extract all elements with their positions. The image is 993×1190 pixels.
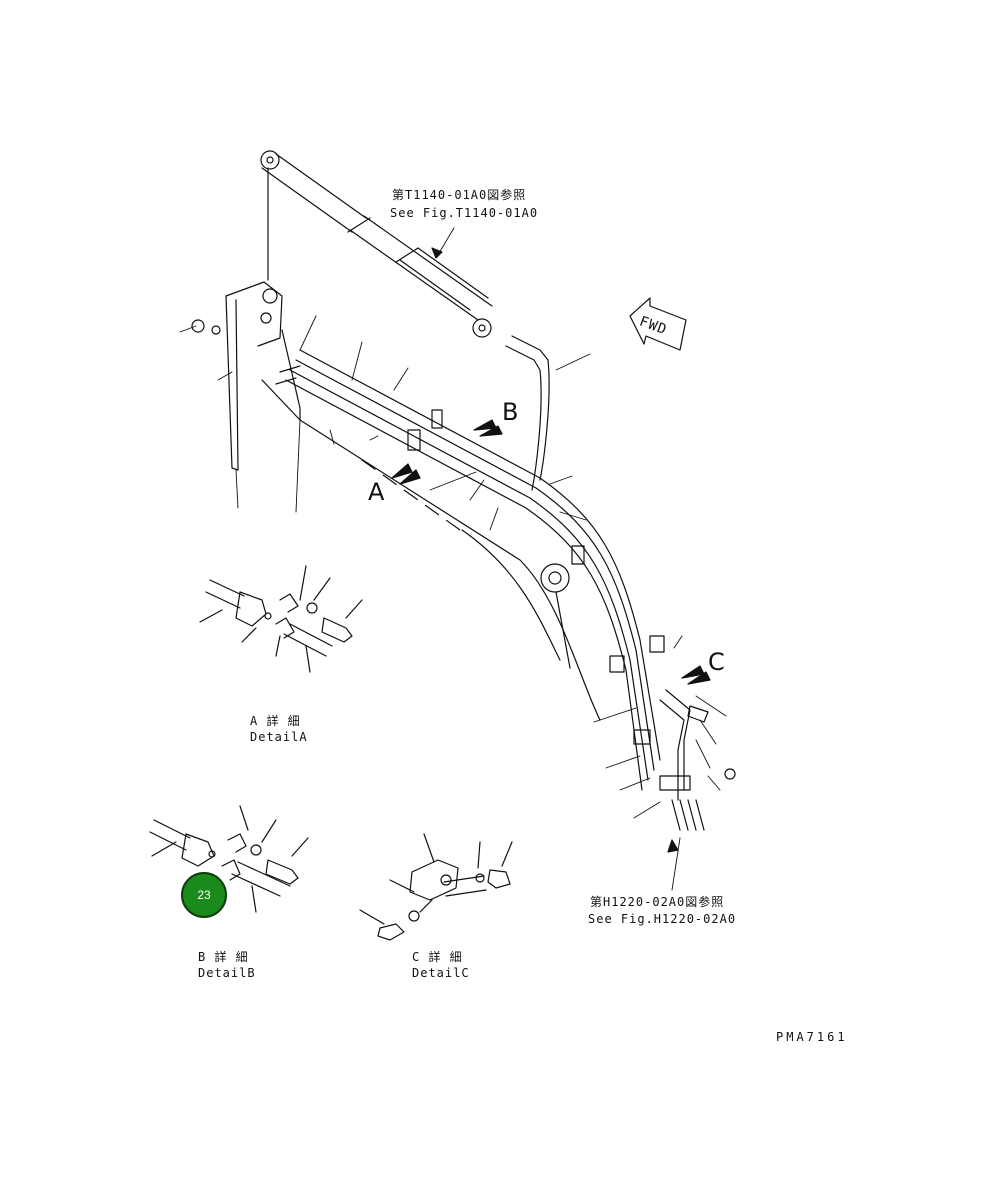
detail-b-parts [149,805,309,913]
detail-c-jp: C 詳 細 [412,950,463,964]
detail-c-parts [359,833,513,941]
fwd-arrow-icon [629,297,687,351]
pointer-arrows [391,247,711,853]
hydraulic-lines [191,319,736,831]
part-callout-23[interactable]: 23 [181,872,227,918]
leader-lines [179,227,727,891]
detail-b-en: DetailB [198,966,256,980]
detail-a-jp: A 詳 細 [250,714,301,728]
ref-top-jp: 第T1140-01A0図参照 [392,188,527,202]
detail-a-en: DetailA [250,730,308,744]
detail-a-parts [199,565,363,673]
ref-bottom-jp: 第H1220-02A0図参照 [590,895,725,909]
drawing-number: PMA7161 [776,1030,848,1044]
ref-top-en: See Fig.T1140-01A0 [390,206,539,220]
view-letter-a: A [368,478,385,506]
boom-structure [225,281,601,721]
view-letter-b: B [502,398,519,426]
view-letter-c: C [708,648,725,676]
detail-c-en: DetailC [412,966,470,980]
detail-b-jp: B 詳 細 [198,950,249,964]
ref-bottom-en: See Fig.H1220-02A0 [588,912,737,926]
boom-cylinder [260,150,493,338]
